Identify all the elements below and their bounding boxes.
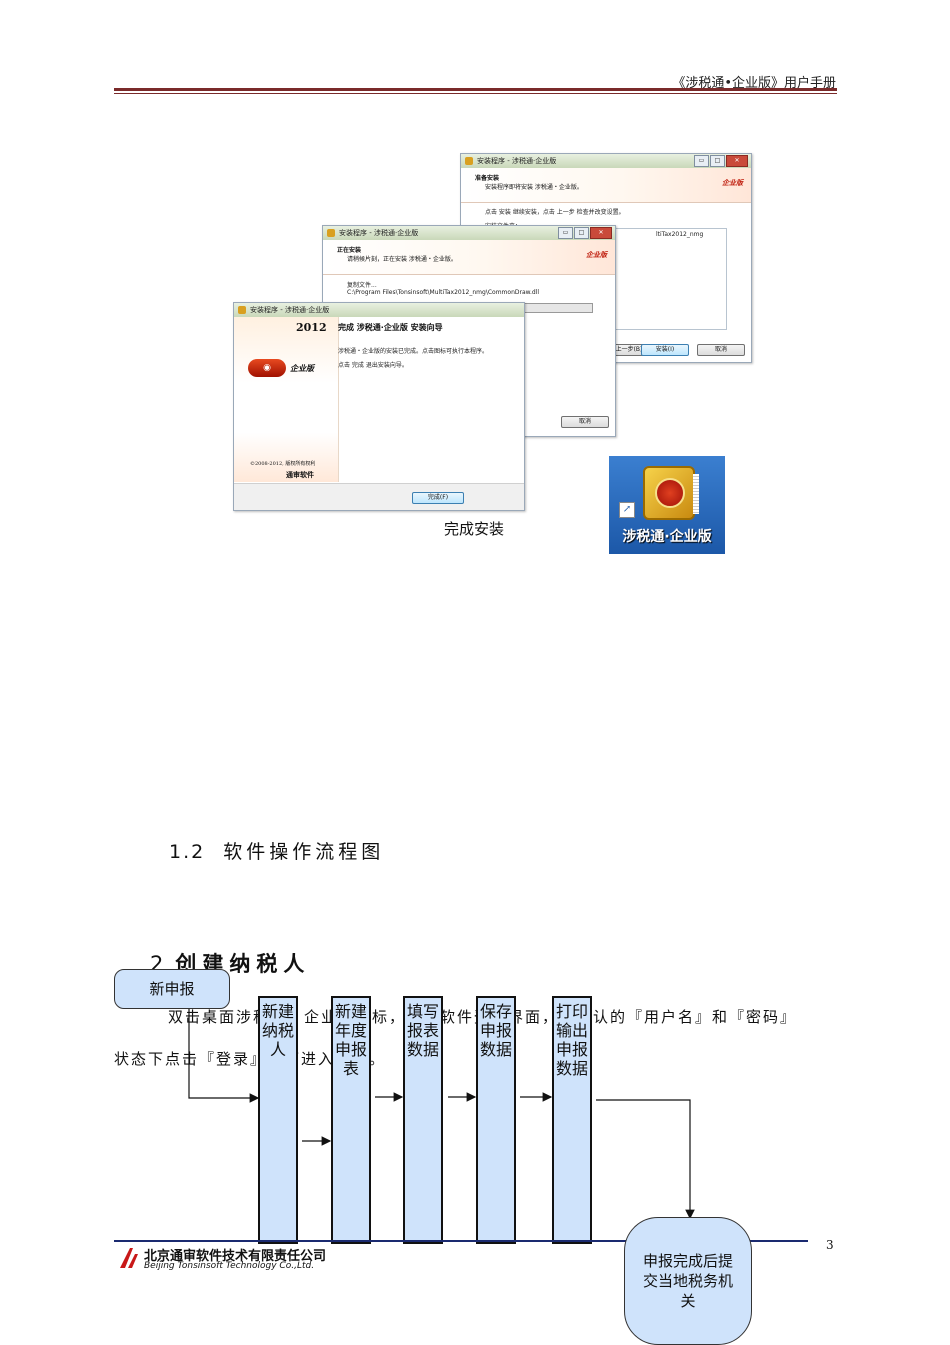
copyright-text: ©2008-2012, 版权所有权利	[250, 461, 316, 467]
complete-line2: 点击 完成 退出安装向导。	[338, 362, 408, 369]
book-icon	[643, 466, 699, 520]
window-titlebar: 安装程序 - 涉税通·企业版	[234, 303, 524, 317]
section-number: 1.2	[169, 841, 206, 863]
copying-label: 复制文件...	[347, 282, 377, 289]
section-heading-1-2: 1.2 软件操作流程图	[169, 837, 384, 864]
installer-app-icon	[465, 157, 473, 165]
maximize-button[interactable]: □	[710, 155, 725, 167]
shortcut-arrow-icon: ↗	[619, 502, 635, 518]
figure-caption: 完成安装	[444, 520, 505, 538]
company-logo-icon	[120, 1248, 138, 1268]
window-title: 安装程序 - 涉税通·企业版	[339, 229, 419, 237]
company-name-cn: 北京通审软件技术有限责任公司	[144, 1249, 327, 1264]
minimize-button[interactable]: ▭	[558, 227, 573, 239]
section-title: 软件操作流程图	[223, 841, 385, 863]
year-label: 2012	[296, 321, 327, 334]
header-rule	[114, 88, 837, 91]
install-button[interactable]: 安装(I)	[641, 344, 689, 356]
finish-button[interactable]: 完成(F)	[412, 492, 464, 504]
emblem-icon	[655, 478, 685, 508]
product-logo-text: 企业版	[290, 364, 314, 373]
flow-step-1: 新建纳税人	[258, 996, 298, 1244]
arrow-step5-to-end	[596, 1099, 695, 1220]
brand-logo: 企业版	[722, 179, 743, 187]
wizard-header: 正在安装 请稍候片刻，正在安装 涉税通・企业版。 企业版	[323, 240, 615, 275]
wizard-subheading: 请稍候片刻，正在安装 涉税通・企业版。	[347, 256, 457, 263]
window-titlebar: 安装程序 - 涉税通·企业版 ▭□✕	[323, 226, 615, 240]
installer-window-complete: 安装程序 - 涉税通·企业版 2012 ◉ 企业版 ©2008-2012, 版权…	[233, 302, 525, 511]
flow-start-node: 新申报	[114, 969, 230, 1009]
installer-app-icon	[238, 306, 246, 314]
complete-line1: 涉税通・企业版的安装已完成。点击图标可执行本程序。	[338, 348, 489, 355]
window-controls: ▭□✕	[558, 227, 612, 239]
paragraph-line-2: 状态下点击『登录』即可进入软件。	[114, 1050, 387, 1068]
window-controls: ▭□✕	[694, 155, 748, 167]
complete-heading: 完成 涉税通·企业版 安装向导	[338, 323, 443, 332]
flow-step-2: 新建年度申报表	[331, 996, 371, 1244]
wizard-heading: 准备安装	[475, 175, 500, 182]
flow-step-5: 打印输出申报数据	[552, 996, 592, 1244]
book-pages	[693, 474, 699, 514]
maximize-button[interactable]: □	[574, 227, 589, 239]
flow-end-label: 申报完成后提交当地税务机关	[642, 1252, 733, 1310]
window-titlebar: 安装程序 - 涉税通·企业版 ▭□✕	[461, 154, 751, 168]
flow-step-4: 保存申报数据	[476, 996, 516, 1244]
header-title: 《涉税通•企业版》用户手册	[672, 76, 836, 91]
wizard-subheading: 安装程序即将安装 涉税通・企业版。	[485, 184, 583, 191]
close-button[interactable]: ✕	[590, 227, 612, 239]
brand-name: 通审软件	[286, 471, 314, 479]
cancel-button[interactable]: 取消	[561, 416, 609, 428]
desktop-shortcut[interactable]: ↗ 涉税通·企业版	[609, 456, 725, 554]
minimize-button[interactable]: ▭	[694, 155, 709, 167]
cancel-button[interactable]: 取消	[697, 344, 745, 356]
window-title: 安装程序 - 涉税通·企业版	[250, 306, 330, 314]
product-logo-icon: ◉	[248, 359, 286, 377]
flow-step-3: 填写报表数据	[403, 996, 443, 1244]
desktop-icon-label: 涉税通·企业版	[622, 529, 712, 545]
flow-end-node: 申报完成后提交当地税务机关	[624, 1217, 752, 1345]
footer-rule	[114, 1240, 808, 1242]
arrow-start-to-step1	[188, 1007, 260, 1103]
brand-logo: 企业版	[586, 251, 607, 259]
window-title: 安装程序 - 涉税通·企业版	[477, 157, 557, 165]
wizard-heading: 正在安装	[337, 247, 362, 254]
page-number: 3	[826, 1238, 834, 1252]
wizard-side-panel: 2012 ◉ 企业版 ©2008-2012, 版权所有权利 通审软件	[234, 317, 339, 482]
company-name-en: Beijing Tonsinsoft Technology Co.,Ltd.	[144, 1261, 315, 1271]
copying-path: C:\Program Files\Tonsinsoft\MultiTax2012…	[347, 289, 540, 296]
wizard-instruction: 点击 安装 继续安装，点击 上一步 检查并改变设置。	[485, 209, 625, 216]
wizard-header: 准备安装 安装程序即将安装 涉税通・企业版。 企业版	[461, 168, 751, 203]
install-path: ltiTax2012_nmg	[656, 231, 704, 238]
header-rule-thin	[114, 93, 837, 94]
close-button[interactable]: ✕	[726, 155, 748, 167]
wizard-footer	[234, 483, 524, 510]
installer-app-icon	[327, 229, 335, 237]
